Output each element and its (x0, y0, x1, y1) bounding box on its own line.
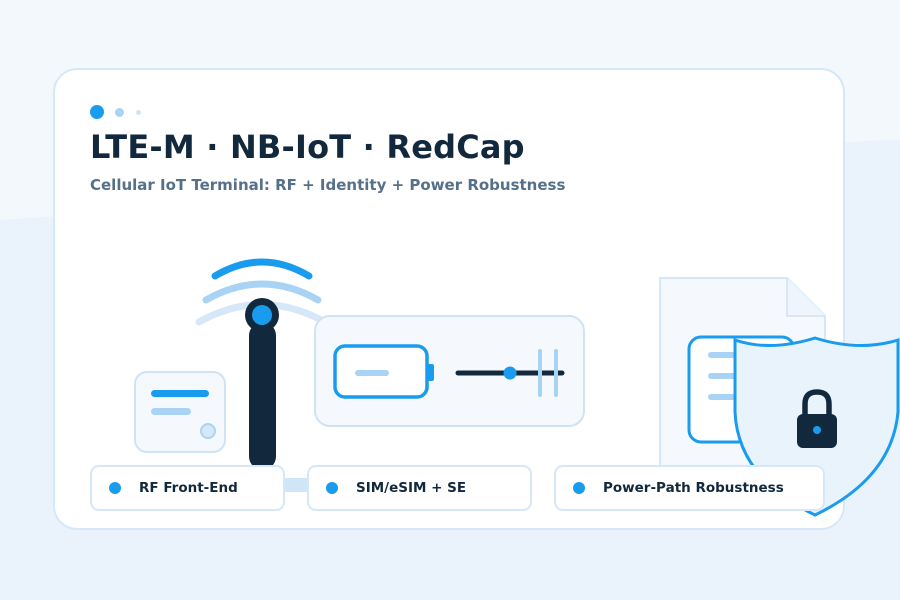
chip-label: RF Front-End (139, 480, 238, 496)
chip-power-path-robustness: Power-Path Robustness (554, 465, 825, 511)
chip-rf-front-end: RF Front-End (90, 465, 285, 511)
chip-dot (573, 482, 585, 494)
page-title: LTE-M · NB-IoT · RedCap (90, 128, 525, 166)
dot-large (90, 105, 104, 119)
page-subtitle: Cellular IoT Terminal: RF + Identity + P… (90, 176, 566, 194)
dot-small (136, 110, 141, 115)
dot-medium (115, 108, 124, 117)
chip-dot (109, 482, 121, 494)
capacitor-icon (455, 349, 565, 397)
antenna-icon (245, 298, 279, 470)
module-card-icon (134, 371, 226, 453)
chip-label: Power-Path Robustness (603, 480, 784, 496)
chip-sim-esim-se: SIM/eSIM + SE (307, 465, 532, 511)
chip-dot (326, 482, 338, 494)
chip-connector (283, 478, 309, 492)
chip-label: SIM/eSIM + SE (356, 480, 467, 496)
padlock-icon (797, 389, 837, 448)
battery-icon (333, 344, 434, 399)
